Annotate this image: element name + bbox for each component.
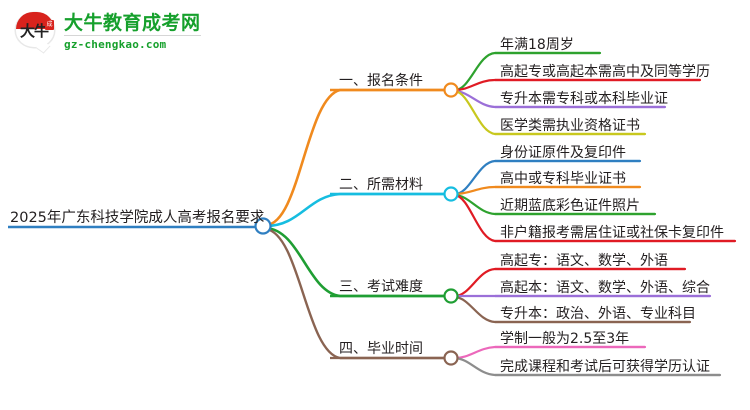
leaf-curve-4-1 [453, 345, 647, 360]
leaf-label-2-4[interactable]: 非户籍报考需居住证或社保卡复印件 [500, 225, 724, 241]
leaf-label-4-2[interactable]: 完成课程和考试后可获得学历认证 [500, 359, 710, 375]
leaf-curve-2-4 [453, 193, 737, 243]
leaf-curve-4-2 [453, 356, 722, 377]
branch-curve-4 [264, 227, 449, 360]
branch-label-1[interactable]: 一、报名条件 [339, 73, 423, 89]
leaf-label-1-4[interactable]: 医学类需执业资格证书 [500, 118, 640, 134]
brand-name: 大牛教育成考网 [64, 11, 201, 34]
leaf-label-4-1[interactable]: 学制一般为2.5至3年 [500, 331, 630, 347]
branch-label-3[interactable]: 三、考试难度 [339, 279, 423, 295]
branch-node-circle-2[interactable] [443, 186, 459, 202]
root-node-circle[interactable] [254, 217, 272, 235]
logo-glyph-text: 大牛 [19, 22, 49, 40]
leaf-curve-3-3 [453, 295, 692, 324]
branch-label-4[interactable]: 四、毕业时间 [339, 341, 423, 357]
leaf-curve-2-2 [453, 185, 642, 196]
leaf-label-3-3[interactable]: 专升本：政治、外语、专业科目 [500, 306, 696, 322]
leaf-label-3-1[interactable]: 高起专：语文、数学、外语 [500, 253, 668, 269]
branch-node-circle-4[interactable] [443, 350, 459, 366]
brand-text-block: 大牛教育成考网 gz-chengkao.com [64, 12, 201, 51]
leaf-label-2-1[interactable]: 身份证原件及复印件 [500, 145, 626, 161]
leaf-curve-1-2 [453, 78, 702, 92]
leaf-curve-1-4 [453, 89, 647, 136]
brand-url: gz-chengkao.com [64, 37, 167, 51]
logo-badge: 成 [45, 20, 54, 30]
leaf-label-1-2[interactable]: 高起专或高起本需高中及同等学历 [500, 64, 710, 80]
site-logo-watermark: 大牛 成 大牛教育成考网 gz-chengkao.com [14, 6, 204, 56]
leaf-label-1-1[interactable]: 年满18周岁 [500, 37, 574, 53]
branch-label-2[interactable]: 二、所需材料 [339, 177, 423, 193]
logo-cap-shape [16, 12, 54, 29]
leaf-label-2-3[interactable]: 近期蓝底彩色证件照片 [500, 198, 640, 214]
root-node-label[interactable]: 2025年广东科技学院成人高考报名要求 [10, 210, 265, 226]
leaf-label-2-2[interactable]: 高中或专科毕业证书 [500, 171, 626, 187]
branch-curve-1 [264, 88, 449, 227]
branch-curve-2 [264, 192, 449, 228]
brand-mark-icon: 大牛 成 [14, 9, 58, 53]
leaf-label-1-3[interactable]: 专升本需专科或本科毕业证 [500, 91, 668, 107]
leaf-label-3-2[interactable]: 高起本：语文、数学、外语、综合 [500, 280, 710, 296]
branch-node-circle-1[interactable] [443, 82, 459, 98]
brand-divider [64, 34, 201, 36]
branch-node-circle-3[interactable] [443, 288, 459, 304]
